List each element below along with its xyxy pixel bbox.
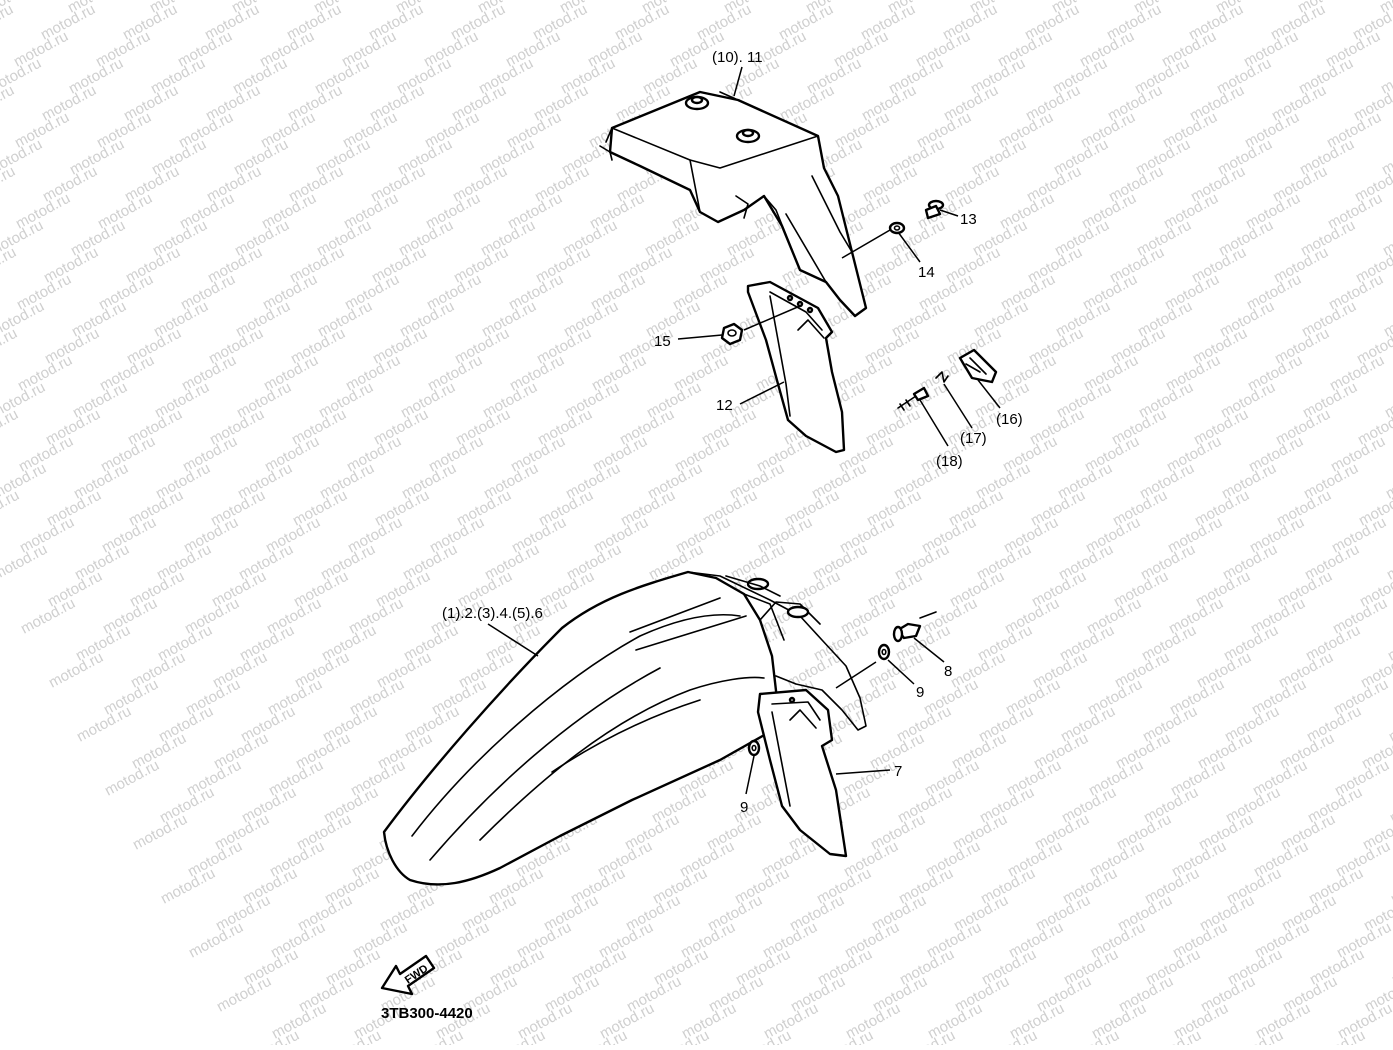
callout-1-6: (1).2.(3).4.(5).6 [442,605,543,622]
callout-12: 12 [716,397,733,414]
washer-14-icon [888,221,906,235]
callout-7: 7 [894,763,902,780]
front-fender [382,570,867,886]
watermark-text: motod.ru [0,163,18,206]
watermark-text: motod.ru [1389,946,1393,989]
diagram-code: 3TB300-4420 [381,1005,473,1022]
callout-18: (18) [936,453,963,470]
watermark-text: motod.ru [1388,865,1393,908]
callout-8: 8 [944,663,952,680]
reflector-16-icon [958,348,998,384]
rear-mud-flap [746,280,846,454]
callout-16: (16) [996,411,1023,428]
callout-labels: (10). 11 13 14 15 12 (16) (17) (18) (1).… [442,49,1023,816]
callout-9-upper: 9 [916,684,924,701]
watermark-text: motod.ru [0,406,21,449]
screw-8-icon [892,611,937,643]
callout-9-lower: 9 [740,799,748,816]
watermark-text: motod.ru [0,325,20,368]
rear-fender-bracket [599,90,868,318]
watermark-text: motod.ru [0,487,22,530]
washer-9b-icon [747,739,761,757]
callout-13: 13 [960,211,977,228]
watermark-text: motod.ru [0,244,19,287]
front-mud-flap [756,688,848,858]
watermark-text: motod.ru [0,82,17,125]
screw-18-icon [897,386,930,411]
callout-10-11: (10). 11 [712,49,763,66]
leader-lines [487,66,1001,795]
callout-14: 14 [918,264,935,281]
watermark-text: motod.ru [0,1,16,44]
watermark-text: motod.ru [1387,784,1393,827]
nut-15-icon [720,322,744,346]
callout-15: 15 [654,333,671,350]
washer-9-icon [877,643,891,661]
screw-13-icon [924,199,945,220]
callout-17: (17) [960,430,987,447]
clip-17-icon [935,371,949,383]
